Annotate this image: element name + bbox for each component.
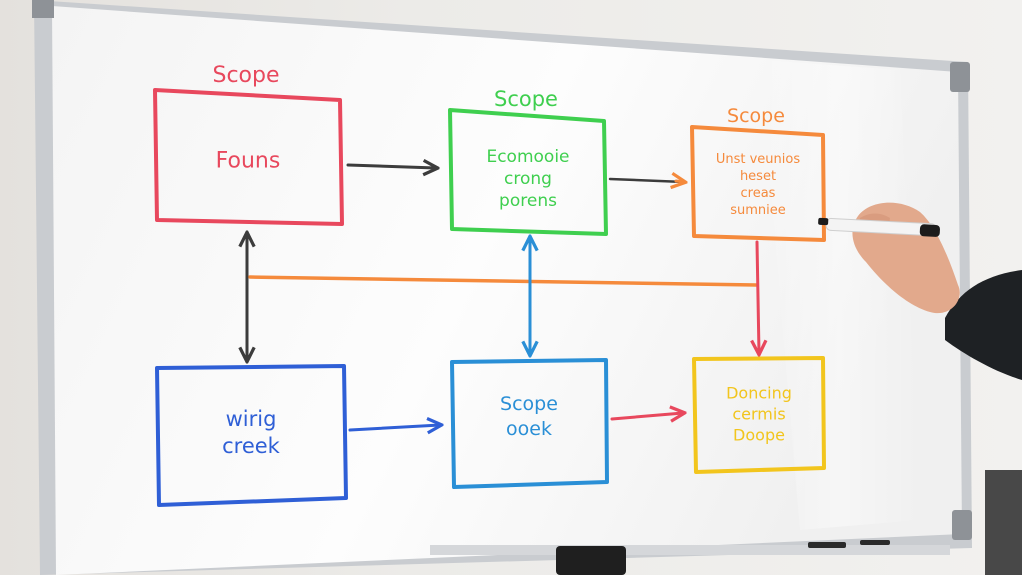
box-blue: wirig creek [155,364,348,507]
box-orange-line: sumniee [730,203,786,218]
box-red-outline [153,88,344,226]
box-green-outline [448,108,608,236]
sleeve [945,270,1022,380]
box-red-line: Founs [216,149,281,174]
box-red-heading: Scope [212,63,279,88]
board-glare [760,60,920,530]
marker-tray [430,545,950,555]
diagram-arrows [247,165,759,430]
box-orange-line: Unst veunios [716,152,800,167]
box-cyan-outline [450,358,609,489]
box-cyan-line: Scope [500,393,558,415]
arrow-green-to-orange-head [676,181,684,182]
box-green-line: crong [504,169,552,189]
arrow-red-to-green [346,165,436,168]
frame-corner-tl [32,0,54,18]
background-person [985,470,1022,575]
box-yellow-line: Doope [733,426,785,445]
frame-corner-br [952,510,972,540]
frame-corner-tr [950,62,970,92]
box-yellow-line: cermis [732,405,785,424]
diagram-boxes: ScopeFounsScopeEcomooiecrongporensScopeU… [153,63,826,507]
marker-tip [818,217,829,226]
box-green-line: Ecomooie [486,147,569,167]
hand-with-marker [818,202,1022,380]
arrow-orange-to-yellow [757,240,759,353]
box-blue-line: creek [222,434,281,458]
box-blue-outline [155,364,348,507]
box-cyan: Scope ooek [450,358,609,489]
box-blue-line: wirig [226,407,277,431]
box-yellow-outline [692,356,826,474]
box-green-heading: Scope [494,87,558,111]
box-cyan-line: ooek [506,418,552,440]
arrow-blue-to-cyan [348,425,440,430]
board-surface [52,6,962,575]
tray-marker-1 [808,542,846,548]
connector-orange-horizontal [248,275,758,287]
box-orange-line: creas [741,186,776,201]
eraser [556,546,626,575]
box-orange-outline [690,125,826,242]
marker-cap [919,224,940,237]
tray-marker-2 [860,540,890,545]
box-orange-heading: Scope [727,105,785,127]
box-orange-line: heset [740,169,776,184]
box-yellow-line: Doncing [726,384,792,403]
arrow-cyan-to-yellow [610,413,683,419]
box-green-line: porens [499,191,557,211]
